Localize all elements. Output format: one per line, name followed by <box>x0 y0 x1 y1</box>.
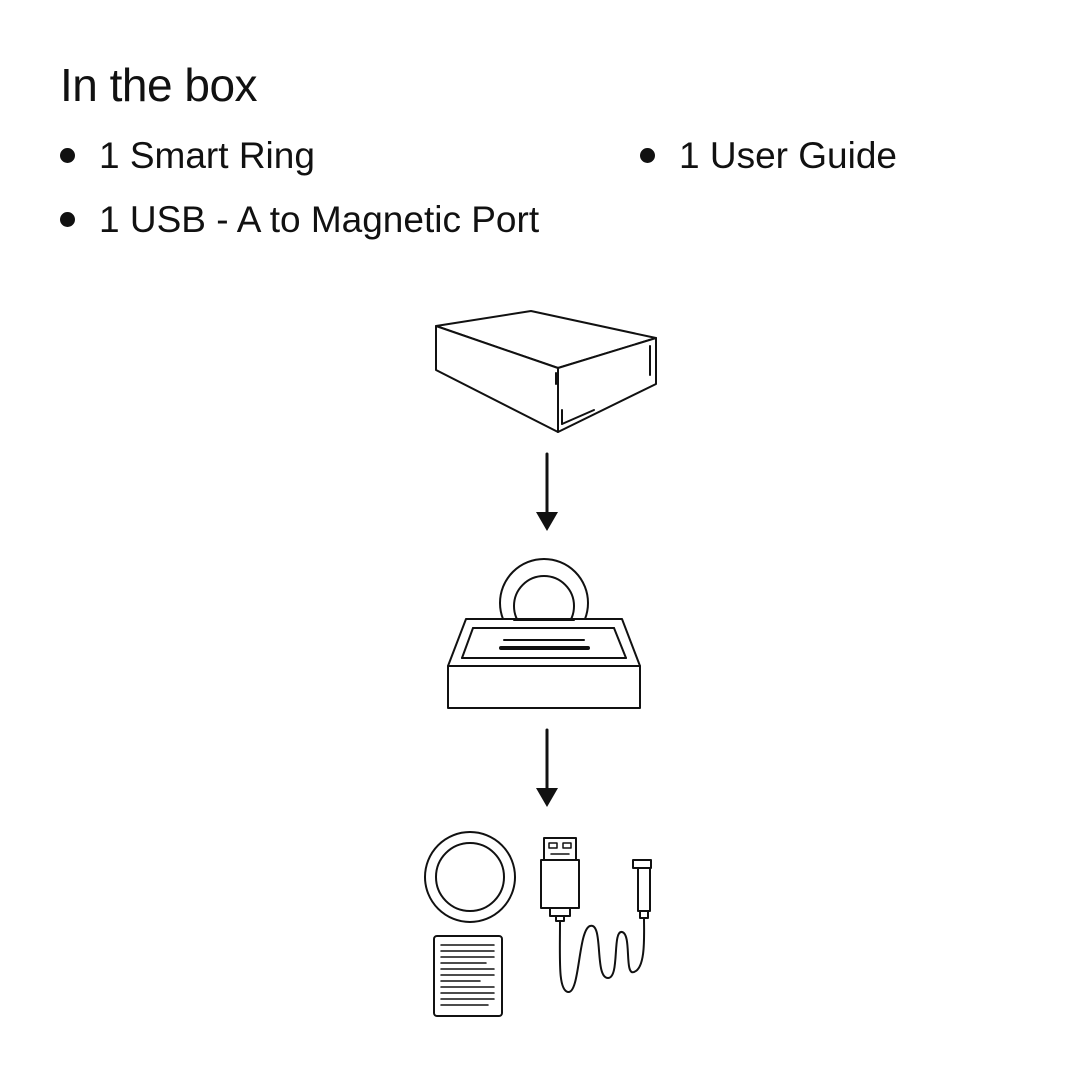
list-item-label: 1 Smart Ring <box>99 135 315 176</box>
page-title: In the box <box>60 59 258 111</box>
user-guide-icon <box>433 935 503 1017</box>
ring-icon <box>424 831 516 923</box>
bullet-icon <box>60 147 75 163</box>
list-item-label: 1 USB - A to Magnetic Port <box>99 199 540 240</box>
down-arrow-icon <box>536 452 558 531</box>
list-item-label: 1 User Guide <box>679 135 897 176</box>
box-contents-icon <box>424 831 652 1017</box>
down-arrow-icon <box>536 728 558 807</box>
closed-box-icon <box>435 310 657 433</box>
open-box-with-ring-icon <box>447 558 641 709</box>
list-item-user-guide: 1 User Guide <box>640 134 897 178</box>
usb-cable-icon <box>540 837 652 993</box>
bullet-icon <box>60 211 75 227</box>
list-item-usb-cable: 1 USB - A to Magnetic Port <box>60 198 539 242</box>
bullet-icon <box>640 147 655 163</box>
list-item-smart-ring: 1 Smart Ring <box>60 134 315 178</box>
